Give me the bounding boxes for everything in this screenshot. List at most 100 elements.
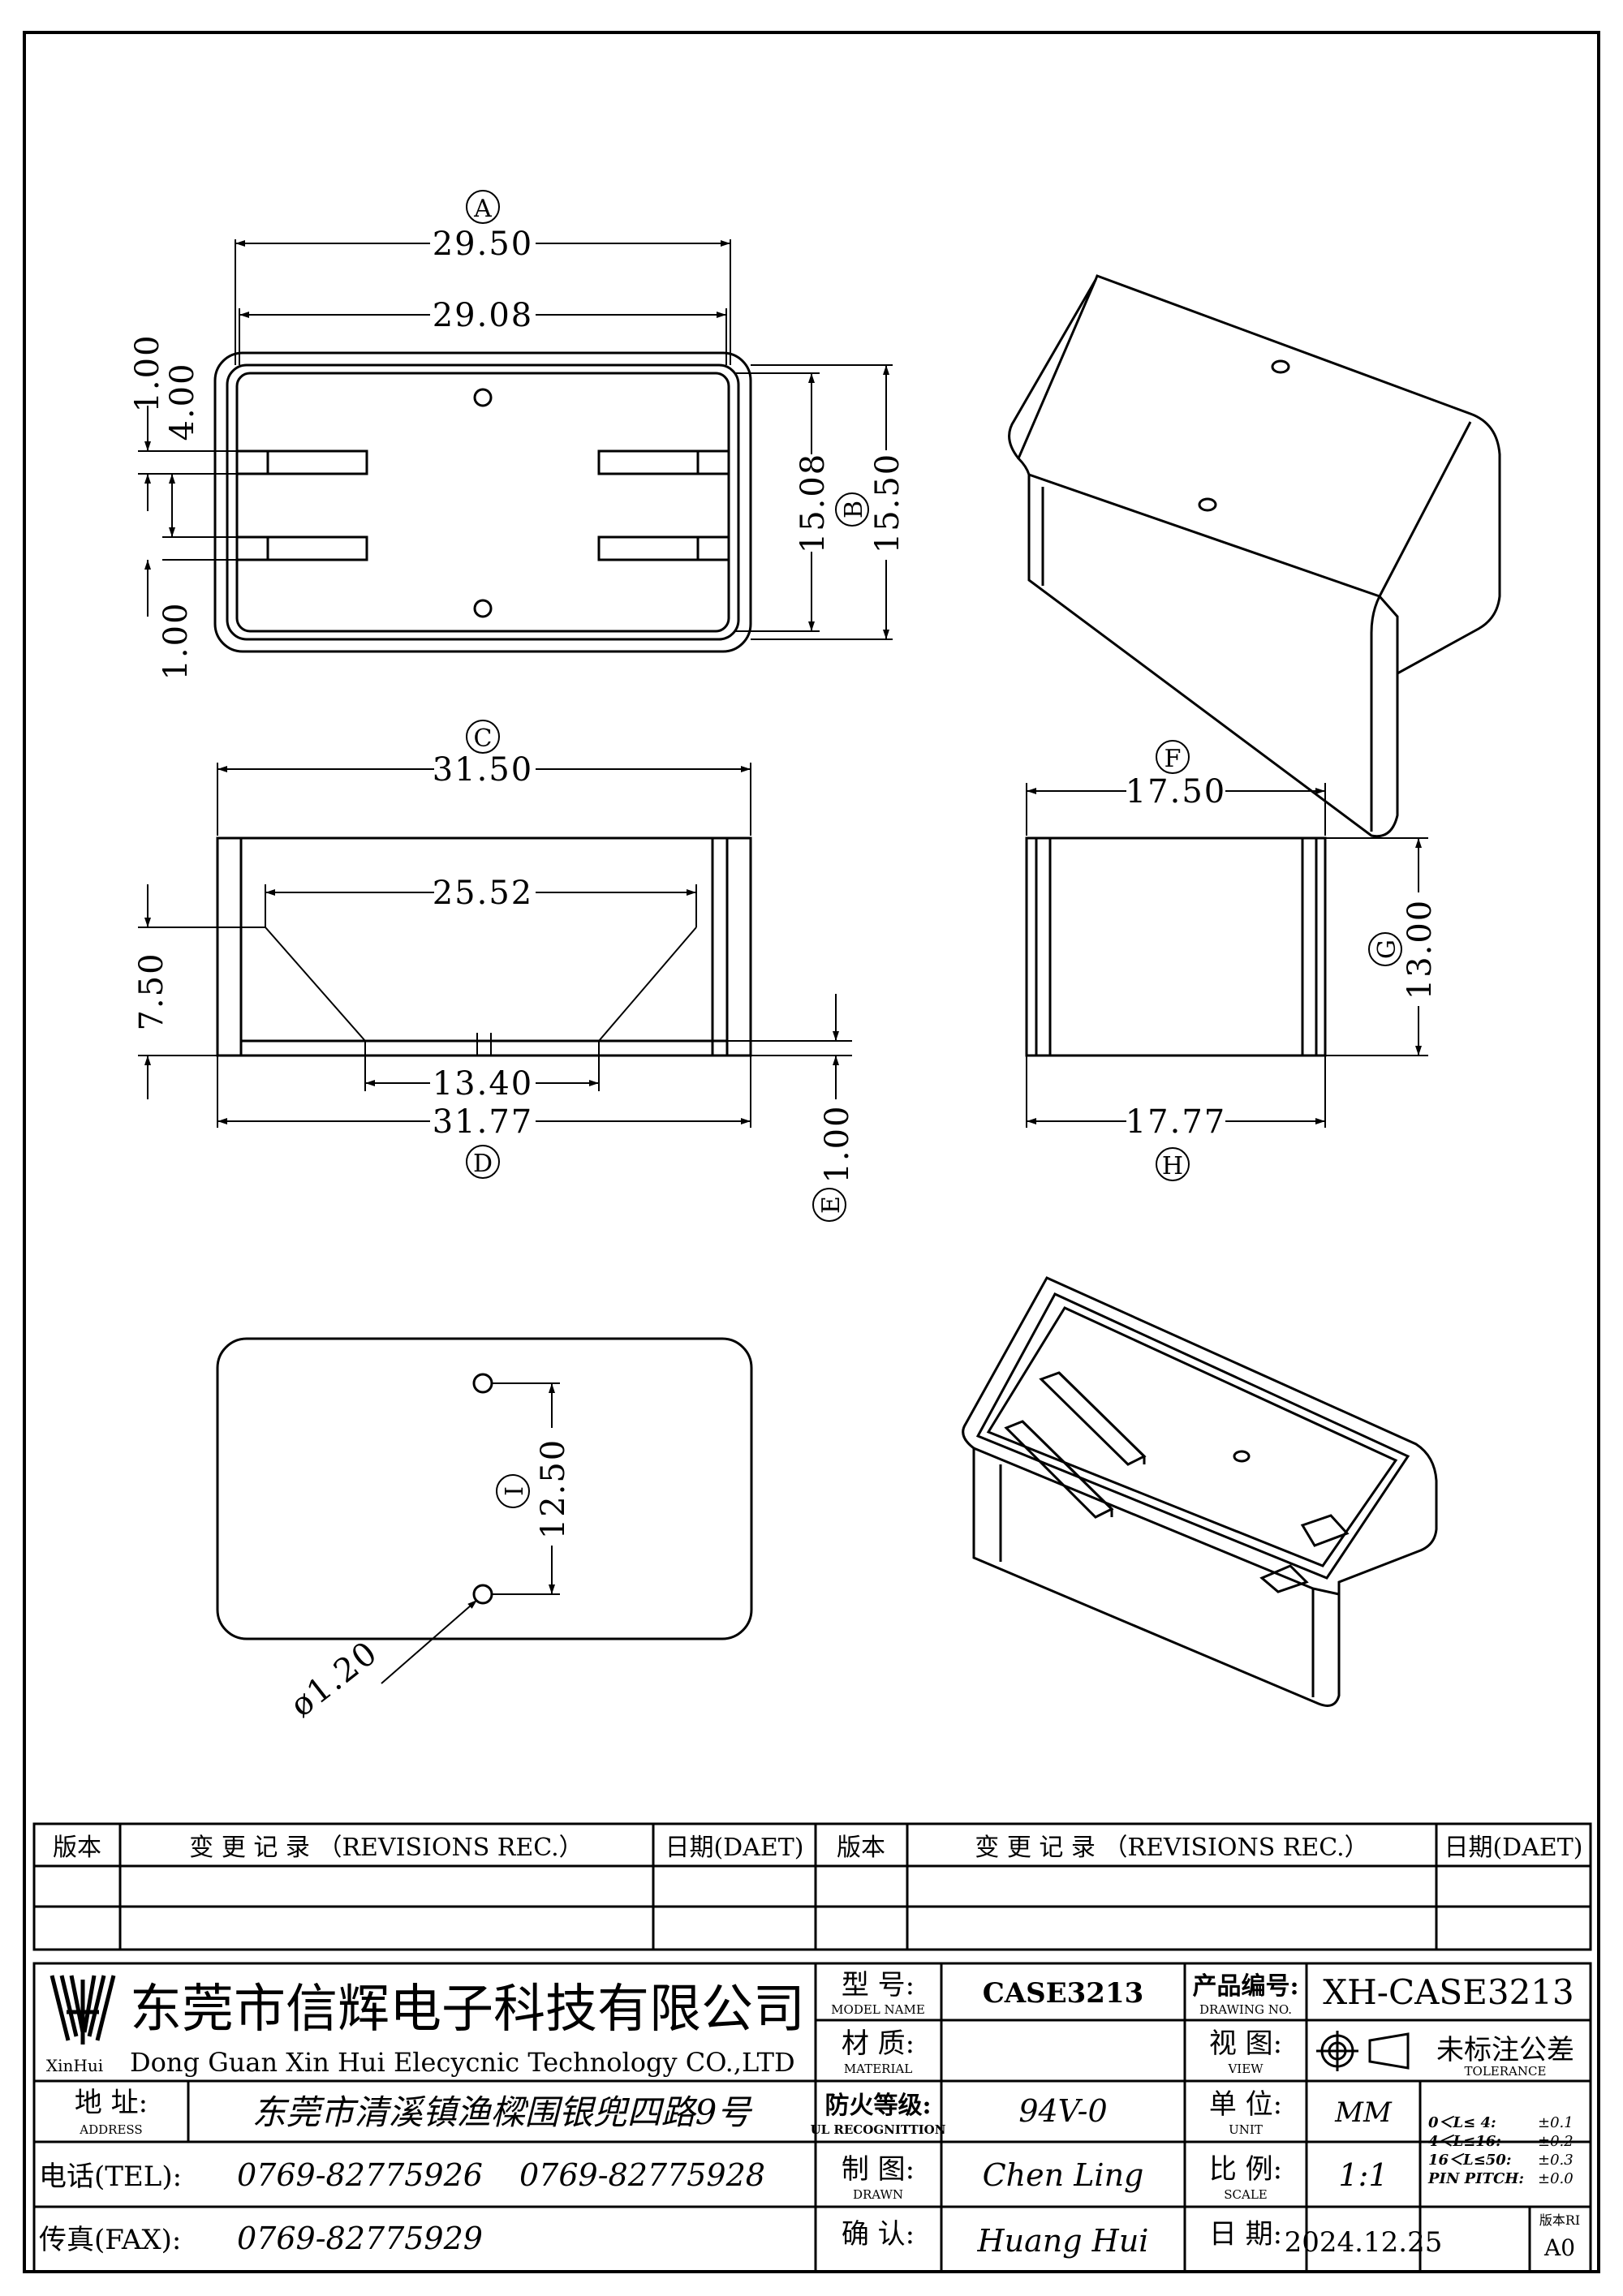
callout-a: A — [473, 195, 492, 223]
tel-1: 0769-82775926 — [237, 2157, 483, 2193]
callout-i: I — [501, 1486, 529, 1496]
address-value: 东莞市清溪镇渔樑围银兜四路9号 — [252, 2092, 753, 2132]
tol-1-val: ±0.1 — [1538, 2114, 1573, 2131]
view-label: 视 图: — [1209, 2027, 1282, 2060]
dim-d-bottom: 31.77 — [433, 1103, 534, 1141]
address-label: 地 址: — [75, 2087, 148, 2119]
tol-3-range: 16＜L≤50: — [1428, 2152, 1511, 2169]
rev-col-date-1: 日期(DAET) — [665, 1834, 803, 1862]
dim-side-1: 1.00 — [129, 333, 166, 412]
side-view-labels: F 17.50 G 13.00 17.77 H — [1126, 740, 1439, 1181]
revisions-table — [32, 1822, 1592, 1951]
scale-value: 1:1 — [1338, 2157, 1388, 2193]
fire-label: 防火等级: — [824, 2092, 931, 2120]
model-value: CASE3213 — [983, 1977, 1144, 2010]
address-label-en: ADDRESS — [79, 2122, 142, 2137]
front-view-labels: C 31.50 25.52 7.50 13.40 31.77 D 1.00 E — [133, 720, 856, 1222]
callout-f: F — [1165, 745, 1182, 773]
drawn-label-en: DRAWN — [853, 2187, 903, 2202]
top-view-labels: A 29.50 29.08 15.08 B 15.50 1.00 4.00 1.… — [129, 190, 906, 681]
rev-col-change-1: 变 更 记 录 （REVISIONS REC.） — [189, 1834, 583, 1862]
drawing-no-label-en: DRAWING NO. — [1199, 2002, 1292, 2017]
iso-view-open — [962, 1276, 1438, 1707]
tol-2-val: ±0.2 — [1538, 2133, 1573, 2150]
company-name-en: Dong Guan Xin Hui Elecycnic Technology C… — [130, 2047, 795, 2078]
dim-a-inner: 29.08 — [433, 297, 534, 334]
material-label: 材 质: — [842, 2027, 915, 2060]
callout-d: D — [473, 1150, 493, 1178]
dim-a-outer: 29.50 — [433, 226, 534, 263]
rev-col-version-1: 版本 — [53, 1834, 101, 1862]
dim-c-bottom-inner: 13.40 — [433, 1065, 534, 1103]
dim-h-bottom: 17.77 — [1126, 1103, 1227, 1141]
revisions-header: 版本 变 更 记 录 （REVISIONS REC.） 日期(DAET) 版本 … — [53, 1834, 1583, 1862]
dim-side-1b: 1.00 — [157, 601, 195, 680]
drawing-no-label: 产品编号: — [1192, 1972, 1298, 2001]
dim-b-outer: 15.50 — [869, 453, 906, 554]
company-name-cn: 东莞市信辉电子科技有限公司 — [130, 1980, 805, 2040]
callout-c: C — [474, 724, 493, 753]
unit-label: 单 位: — [1209, 2088, 1282, 2121]
tel-2: 0769-82775928 — [519, 2157, 765, 2193]
iso-view-closed — [1008, 274, 1501, 838]
view-label-en: VIEW — [1227, 2062, 1264, 2076]
date-label: 日 期: — [1209, 2218, 1282, 2251]
tol-3-val: ±0.3 — [1538, 2152, 1573, 2169]
bottom-view-dimensions — [381, 1382, 560, 1684]
drawing-no-value: XH-CASE3213 — [1323, 1972, 1574, 2012]
bottom-view — [216, 1337, 753, 1640]
tol-2-range: 4＜L≤16: — [1428, 2133, 1501, 2150]
tel-label: 电话(TEL): — [39, 2161, 182, 2193]
rev-col-date-2: 日期(DAET) — [1444, 1834, 1582, 1862]
front-view — [216, 836, 752, 1057]
tol-4-range: PIN PITCH: — [1427, 2170, 1524, 2187]
callout-g: G — [1373, 939, 1401, 959]
fax-label: 传真(FAX): — [39, 2224, 181, 2256]
dim-c-inner: 25.52 — [433, 875, 534, 912]
rev-col-change-2: 变 更 记 录 （REVISIONS REC.） — [975, 1834, 1368, 1862]
rev-col-version-2: 版本 — [837, 1834, 885, 1862]
dim-c-height: 7.50 — [133, 952, 170, 1030]
callout-b: B — [840, 501, 868, 518]
tolerance-title: 未标注公差 — [1436, 2034, 1574, 2066]
tol-4-val: ±0.0 — [1538, 2170, 1573, 2187]
fire-label-en: UL RECOGNITTION — [811, 2122, 946, 2137]
scale-label: 比 例: — [1209, 2153, 1282, 2186]
date-value: 2024.12.25 — [1285, 2226, 1443, 2259]
side-view-dimensions — [1026, 783, 1428, 1128]
dim-g-height: 13.00 — [1401, 899, 1439, 1000]
drawn-label: 制 图: — [842, 2153, 915, 2186]
sheet-border — [23, 31, 1600, 2273]
confirm-value: Huang Hui — [977, 2223, 1149, 2259]
dim-b-inner: 15.08 — [794, 453, 832, 554]
logo-text: XinHui — [46, 2056, 103, 2075]
drawn-value: Chen Ling — [983, 2157, 1144, 2193]
title-block-text: XinHui 东莞市信辉电子科技有限公司 Dong Guan Xin Hui E… — [39, 1969, 1580, 2261]
unit-value: MM — [1334, 2096, 1393, 2129]
callout-e: E — [817, 1196, 846, 1214]
version-label: 版本RI — [1539, 2212, 1580, 2228]
tol-1-range: 0＜L≤ 4: — [1428, 2114, 1496, 2131]
material-label-en: MATERIAL — [844, 2062, 912, 2076]
company-logo — [50, 1975, 116, 2044]
dim-hole-dia: ø1.20 — [283, 1634, 385, 1725]
bottom-view-labels: I 12.50 ø1.20 — [283, 1438, 572, 1725]
side-view — [1025, 836, 1327, 1057]
dim-side-4: 4.00 — [164, 362, 201, 441]
top-view-dimensions — [138, 239, 893, 640]
front-view-dimensions — [138, 763, 852, 1128]
unit-label-en: UNIT — [1229, 2122, 1263, 2137]
dim-e-thick: 1.00 — [819, 1104, 856, 1183]
tolerance-en: TOLERANCE — [1465, 2064, 1547, 2079]
top-view — [213, 351, 752, 653]
scale-label-en: SCALE — [1224, 2187, 1268, 2202]
title-block-grid — [32, 1962, 1592, 2273]
fire-value: 94V-0 — [1018, 2093, 1107, 2129]
model-label-en: MODEL NAME — [831, 2002, 925, 2017]
projection-symbol-icon — [1316, 2031, 1410, 2071]
dim-c-top: 31.50 — [433, 751, 534, 789]
dim-f-top: 17.50 — [1126, 773, 1227, 810]
dim-i-pitch: 12.50 — [535, 1438, 572, 1540]
callout-h: H — [1162, 1152, 1183, 1180]
